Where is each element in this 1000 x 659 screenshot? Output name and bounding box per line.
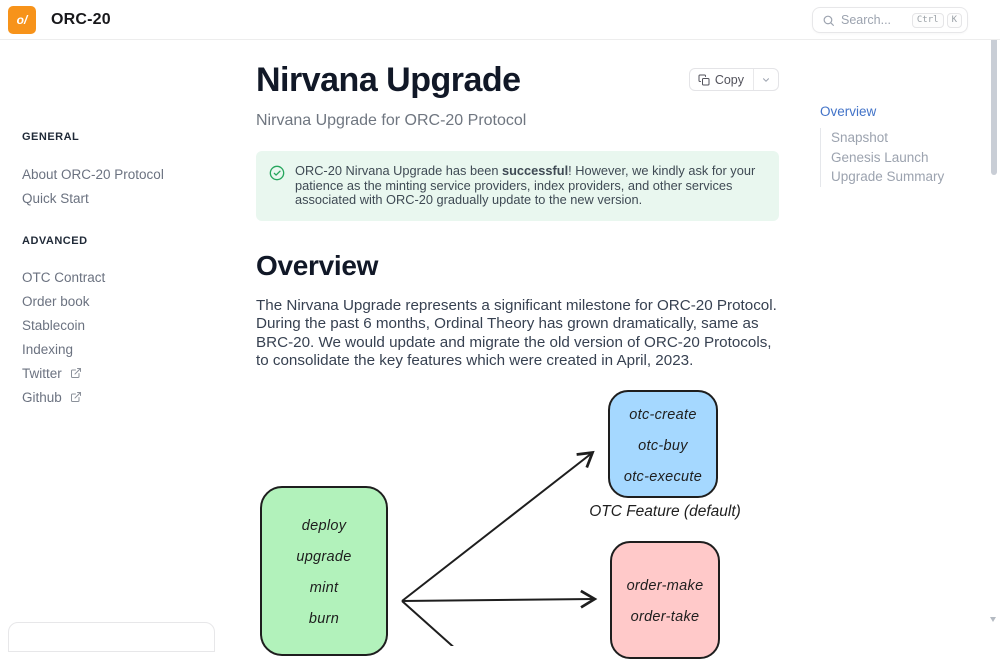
- app-title[interactable]: ORC-20: [51, 10, 111, 28]
- page-title: Nirvana Upgrade: [256, 61, 521, 99]
- diagram-label-otc-create: otc-create: [629, 407, 697, 424]
- diagram-label-upgrade: upgrade: [296, 549, 352, 566]
- diagram-box-otc: otc-create otc-buy otc-execute: [608, 390, 718, 499]
- callout-text-emphasis: successful: [502, 163, 569, 178]
- sidebar-item-label: Github: [22, 389, 62, 405]
- success-callout: ORC-20 Nirvana Upgrade has been successf…: [256, 151, 779, 221]
- sidebar-item-quick-start[interactable]: Quick Start: [22, 190, 89, 206]
- table-of-contents: Overview Snapshot Genesis Launch Upgrade…: [820, 40, 985, 187]
- copy-icon: [698, 74, 710, 85]
- diagram-label-burn: burn: [308, 611, 340, 628]
- sidebar-item-label: Twitter: [22, 365, 62, 381]
- diagram-label-deploy: deploy: [301, 518, 347, 535]
- scrollbar-down-arrow[interactable]: [990, 617, 996, 622]
- title-row: Nirvana Upgrade Copy: [256, 62, 779, 98]
- sidebar-item-otc-contract[interactable]: OTC Contract: [22, 269, 106, 285]
- diagram-label-mint: mint: [309, 580, 339, 597]
- copy-button-label: Copy: [714, 72, 744, 87]
- sidebar-item-github[interactable]: Github: [22, 385, 230, 409]
- diagram-label-otc-execute: otc-execute: [623, 469, 703, 486]
- external-link-icon: [70, 392, 81, 402]
- copy-dropdown-button[interactable]: [753, 69, 778, 90]
- scrollbar-thumb[interactable]: [991, 10, 997, 175]
- toc-sub-items: Snapshot Genesis Launch Upgrade Summary: [820, 128, 985, 187]
- diagram-label-order-make: order-make: [626, 578, 704, 595]
- copy-button-group: Copy: [688, 68, 779, 91]
- search-input[interactable]: [841, 13, 909, 27]
- search-icon: [823, 15, 834, 26]
- chevron-down-icon: [762, 77, 770, 82]
- diagram-label-otc-buy: otc-buy: [638, 438, 688, 455]
- sidebar-item-indexing[interactable]: Indexing: [22, 341, 74, 357]
- diagram-box-base-ops: deploy upgrade mint burn: [260, 486, 388, 657]
- diagram-caption-otc-feature: OTC Feature (default): [589, 503, 741, 521]
- sidebar-section-advanced: ADVANCED: [22, 235, 88, 247]
- sidebar-section-general: GENERAL: [22, 131, 80, 143]
- toc-item-genesis-launch[interactable]: Genesis Launch: [831, 149, 929, 165]
- protocol-diagram: deploy upgrade mint burn otc-create otc-…: [256, 386, 779, 659]
- page-subtitle: Nirvana Upgrade for ORC-20 Protocol: [256, 112, 527, 129]
- diagram-label-order-take: order-take: [630, 609, 700, 626]
- sidebar-item-stablecoin[interactable]: Stablecoin: [22, 317, 86, 333]
- bottom-left-card: [8, 622, 215, 652]
- toc-item-snapshot[interactable]: Snapshot: [831, 130, 889, 145]
- overview-paragraph: The Nirvana Upgrade represents a signifi…: [256, 296, 777, 369]
- search-box[interactable]: Ctrl K: [812, 7, 968, 33]
- copy-button[interactable]: Copy: [690, 69, 753, 90]
- toc-item-overview[interactable]: Overview: [820, 104, 877, 119]
- callout-text: ORC-20 Nirvana Upgrade has been successf…: [295, 163, 764, 208]
- sidebar-nav: GENERAL About ORC-20 Protocol Quick Star…: [0, 40, 230, 625]
- sidebar-item-about-orc-20-protocol[interactable]: About ORC-20 Protocol: [22, 166, 164, 182]
- kbd-k: K: [946, 12, 962, 28]
- external-link-icon: [70, 368, 81, 378]
- sidebar-item-twitter[interactable]: Twitter: [22, 361, 230, 385]
- diagram-box-order: order-make order-take: [610, 541, 720, 659]
- toc-item-upgrade-summary[interactable]: Upgrade Summary: [831, 169, 945, 184]
- main-content: Nirvana Upgrade Copy Nirvana Upgrade for…: [256, 40, 779, 659]
- kbd-ctrl: Ctrl: [911, 12, 944, 28]
- check-circle-icon: [269, 165, 285, 181]
- callout-text-before: ORC-20 Nirvana Upgrade has been: [295, 163, 502, 178]
- section-heading-overview: Overview: [256, 249, 379, 281]
- top-header: o/ ORC-20 Ctrl K: [0, 0, 1000, 40]
- sidebar-item-order-book[interactable]: Order book: [22, 293, 90, 309]
- callout-text-after: ! However, we kindly ask for your patien…: [295, 163, 756, 208]
- brand-logo-icon[interactable]: o/: [8, 5, 36, 34]
